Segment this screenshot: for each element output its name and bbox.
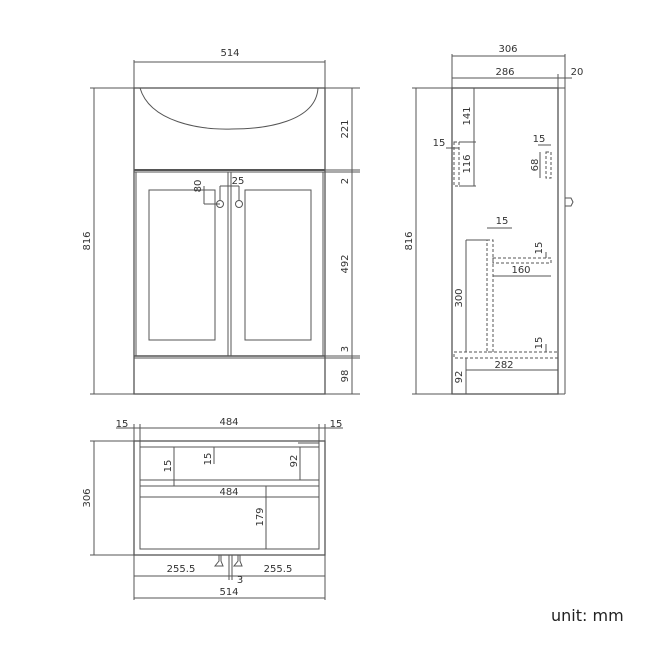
label-rail-width: 15: [163, 460, 174, 473]
right-knob: [235, 200, 243, 208]
shelf-post-hidden: [486, 239, 494, 353]
front-view: [90, 60, 360, 395]
top-view: [90, 424, 343, 600]
label-rail-thk: 15: [433, 138, 446, 149]
label-plan-shelf-depth: 179: [255, 507, 266, 526]
label-base-depth: 282: [494, 360, 513, 371]
label-inner-width: 484: [219, 417, 238, 428]
base-hidden: [453, 351, 559, 359]
label-top-height: 141: [462, 106, 473, 125]
label-door-left: 255.5: [167, 564, 196, 575]
label-door-right: 255.5: [264, 564, 293, 575]
label-front-lip: 20: [571, 67, 584, 78]
label-rail-height: 116: [462, 154, 473, 173]
right-door-panel: [244, 189, 312, 341]
left-rail-hidden: [453, 141, 460, 187]
label-inner-depth: 286: [495, 67, 514, 78]
label-handle-height: 80: [193, 180, 204, 193]
label-side-right: 15: [330, 419, 343, 430]
label-shelf-height: 300: [454, 288, 465, 307]
plan-knob-left: [213, 555, 224, 567]
label-front-height: 816: [82, 231, 93, 250]
label-rail-depth: 92: [289, 455, 300, 468]
label-shelf-post: 15: [496, 216, 509, 227]
label-side-left: 15: [116, 419, 129, 430]
label-base-height: 92: [454, 371, 465, 384]
label-right-rail-height: 68: [530, 159, 541, 172]
label-rail-gap: 2: [340, 178, 351, 184]
label-shelf-width: 484: [219, 487, 238, 498]
label-rail-front: 15: [203, 453, 214, 466]
label-shelf-thk: 15: [534, 242, 545, 255]
label-shelf-depth: 160: [511, 265, 530, 276]
label-plinth-gap: 3: [340, 346, 351, 352]
label-base-thk: 15: [534, 337, 545, 350]
label-front-width: 514: [220, 48, 239, 59]
label-right-rail-thk: 15: [533, 134, 546, 145]
left-door-panel: [148, 189, 216, 341]
label-basin-height: 221: [340, 119, 351, 138]
side-knob: [565, 197, 574, 207]
unit-label: unit: mm: [551, 606, 624, 625]
label-handle-gap: 25: [232, 176, 245, 187]
right-rail-hidden: [545, 151, 552, 179]
cabinet-body: [133, 87, 326, 395]
shelf-hidden: [492, 257, 552, 264]
label-door-height: 492: [340, 254, 351, 273]
label-side-depth: 306: [498, 44, 517, 55]
dimension-labels: 514 816 221 2 492 3 98 80 25 306 286 20 …: [82, 44, 583, 598]
label-side-height: 816: [404, 231, 415, 250]
label-plinth-height: 98: [340, 370, 351, 383]
side-hidden-lines: [453, 141, 559, 359]
side-body: [451, 87, 559, 395]
side-view: [412, 54, 574, 395]
label-door-gap: 3: [237, 575, 243, 586]
basin-curve: [139, 87, 319, 130]
plan-knob-right: [232, 555, 243, 567]
left-door: [135, 171, 229, 357]
label-plan-depth: 306: [82, 488, 93, 507]
label-plan-width: 514: [219, 587, 238, 598]
